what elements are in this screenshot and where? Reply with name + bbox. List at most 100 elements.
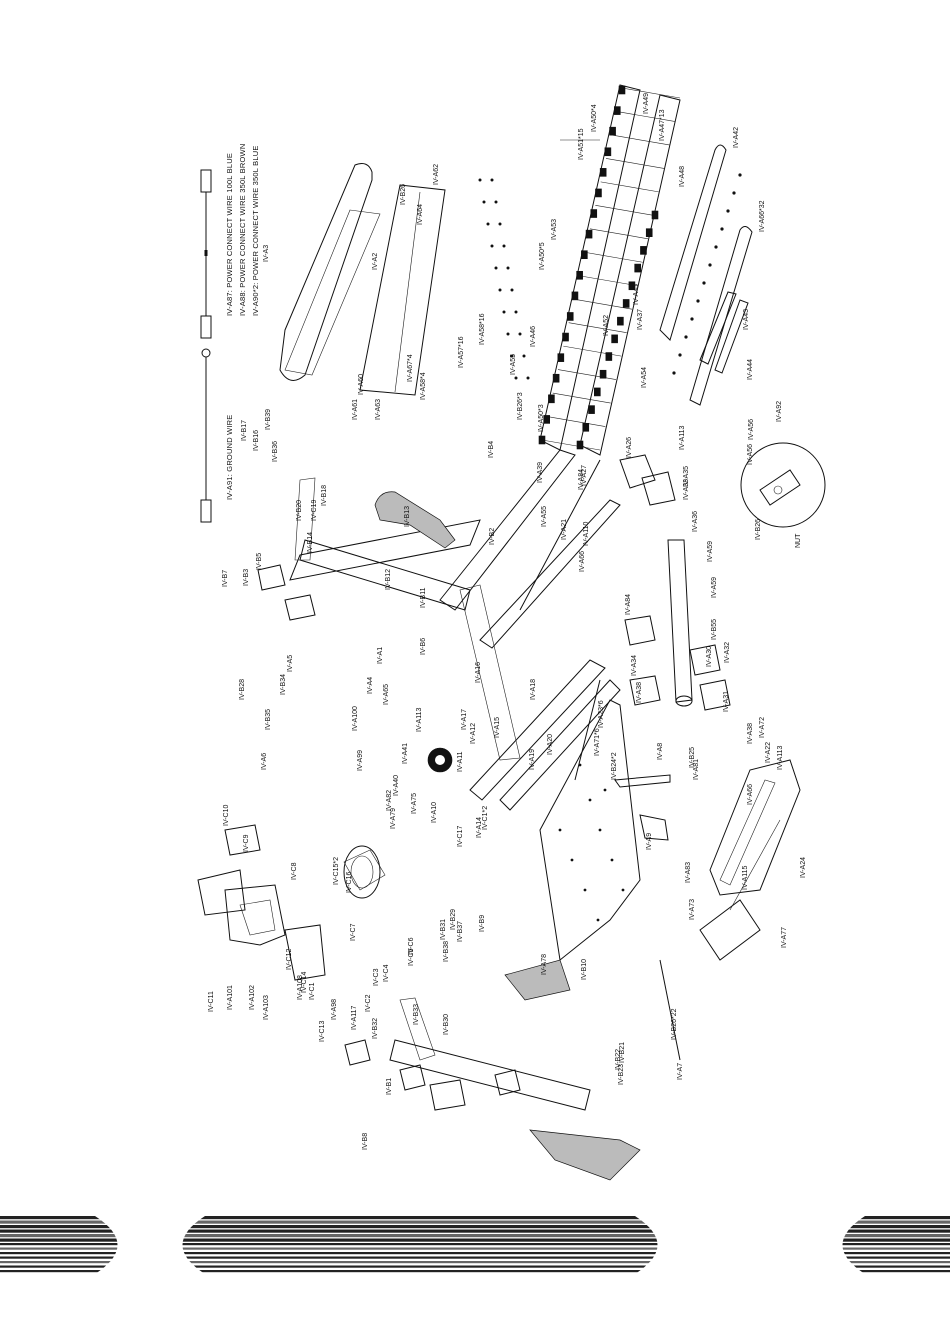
- legend-item-2: IV-A88: POWER CONNECT WIRE 350L BROWN: [238, 144, 247, 316]
- part-label: IV-C4: [383, 964, 390, 982]
- part-label: IV-A18: [530, 679, 537, 700]
- part-label: IV-A46: [530, 326, 537, 347]
- part-label: IV-B38: [443, 941, 450, 962]
- part-label: IV-A100: [352, 706, 359, 731]
- part-label: IV-A73: [689, 899, 696, 920]
- lower-frame-part: [389, 997, 641, 1181]
- part-label: IV-C10: [223, 804, 230, 826]
- part-label: IV-B22: [615, 1049, 622, 1070]
- ground-wire-icon: [200, 348, 212, 523]
- part-label: IV-B33: [413, 1004, 420, 1025]
- part-label: IV-B16: [253, 430, 260, 451]
- part-label: IV-A50*3: [538, 404, 545, 432]
- lower-handle-part: [504, 959, 571, 1001]
- part-label: IV-A57*16: [458, 336, 465, 368]
- part-label: IV-A84: [625, 594, 632, 615]
- part-label: IV-B26*3: [517, 392, 524, 420]
- part-label: IV-A71*6: [594, 728, 601, 756]
- part-label: IV-A77: [781, 927, 788, 948]
- part-label: IV-A79: [390, 808, 397, 829]
- part-label: IV-B6: [420, 638, 427, 655]
- handlebar-part: [374, 491, 456, 549]
- part-label: IV-A5: [287, 655, 294, 672]
- part-label: IV-B32: [372, 1018, 379, 1039]
- part-label: IV-A38: [747, 723, 754, 744]
- part-label: IV-C13: [319, 1020, 326, 1042]
- part-label: IV-A84: [578, 469, 585, 490]
- part-label: IV-B13: [404, 506, 411, 527]
- power-wire-icon: [200, 169, 212, 339]
- part-label: IV-B2: [489, 528, 496, 545]
- part-label: IV-B26: [755, 519, 762, 540]
- part-label: IV-A92: [776, 401, 783, 422]
- slat-chain-top: [538, 85, 626, 445]
- base-dots: [558, 763, 625, 922]
- part-label: IV-B24*2: [611, 752, 618, 780]
- part-label: IV-B55: [711, 619, 718, 640]
- part-label: IV-A7: [677, 1063, 684, 1080]
- part-label: IV-B30: [443, 1014, 450, 1035]
- part-label: IV-A8: [657, 743, 664, 760]
- part-label: IV-A22: [765, 742, 772, 763]
- part-label: IV-C5: [408, 948, 415, 966]
- part-label: IV-A51*15: [578, 128, 585, 160]
- part-label: IV-A66*32: [759, 200, 766, 232]
- part-label: IV-C6: [408, 937, 415, 955]
- part-label: IV-A75: [411, 793, 418, 814]
- part-label: IV-A56: [747, 444, 754, 465]
- deck-board-part: [279, 163, 381, 381]
- part-label: IV-B23: [618, 1064, 625, 1085]
- part-label: IV-C11: [208, 991, 215, 1012]
- part-label: IV-A82: [386, 790, 393, 811]
- part-label: IV-A38: [636, 682, 643, 703]
- part-label: IV-B37: [457, 921, 464, 942]
- part-label: IV-A17: [461, 709, 468, 730]
- base-plate-part: [539, 699, 641, 961]
- part-label: IV-B10: [581, 959, 588, 980]
- part-label: IV-A66: [579, 551, 586, 572]
- part-label: IV-A48: [679, 166, 686, 187]
- part-label: IV-C1: [309, 982, 316, 1000]
- part-label: IV-C15*2: [333, 857, 340, 885]
- part-label: IV-C7: [350, 923, 357, 941]
- part-label: IV-A81: [693, 759, 700, 780]
- part-label: IV-B20: [296, 500, 303, 521]
- wire-legend: IV-A87: POWER CONNECT WIRE 100L BLUE IV-…: [200, 144, 260, 523]
- part-label: IV-A63: [375, 399, 382, 420]
- part-label: IV-A43: [743, 309, 750, 330]
- slat-chain-bottom: [576, 210, 659, 450]
- part-label: IV-A30: [706, 646, 713, 667]
- part-label: IV-C2: [365, 994, 372, 1012]
- part-label: IV-A56: [748, 419, 755, 440]
- fastener-dots: [478, 173, 742, 380]
- part-label: IV-A113: [416, 708, 423, 732]
- part-label: IV-A50*4: [591, 104, 598, 132]
- slat-belt-part: [539, 84, 681, 456]
- part-label: IV-A54: [641, 367, 648, 388]
- part-label: IV-A10: [431, 802, 438, 823]
- part-label: IV-B35: [265, 709, 272, 730]
- footer-stripes: [0, 1216, 950, 1274]
- part-label: IV-A2: [372, 253, 379, 270]
- part-label: IV-C16: [346, 871, 353, 893]
- side-rods-part: [519, 459, 681, 1061]
- part-label: IV-C9: [243, 834, 250, 852]
- part-label: IV-C3: [373, 968, 380, 986]
- part-label: IV-A31: [723, 691, 730, 712]
- part-label: IV-B26*22: [671, 1008, 678, 1040]
- part-label: IV-B29: [450, 909, 457, 930]
- part-label: IV-A108: [297, 975, 304, 1000]
- part-label: IV-A113: [777, 746, 784, 770]
- part-label: IV-B21: [619, 1042, 626, 1063]
- part-label: IV-A78: [541, 954, 548, 975]
- part-label: IV-B18: [321, 485, 328, 506]
- part-label: IV-A23*6: [598, 700, 605, 728]
- part-label: IV-A58*16: [479, 313, 486, 345]
- part-label: IV-A4: [367, 677, 374, 694]
- part-label: IV-A3: [263, 245, 270, 262]
- part-label: IV-C19: [311, 499, 318, 521]
- part-label: IV-A50*5: [539, 242, 546, 270]
- part-label: IV-A66: [747, 784, 754, 805]
- part-label: IV-A44: [747, 359, 754, 380]
